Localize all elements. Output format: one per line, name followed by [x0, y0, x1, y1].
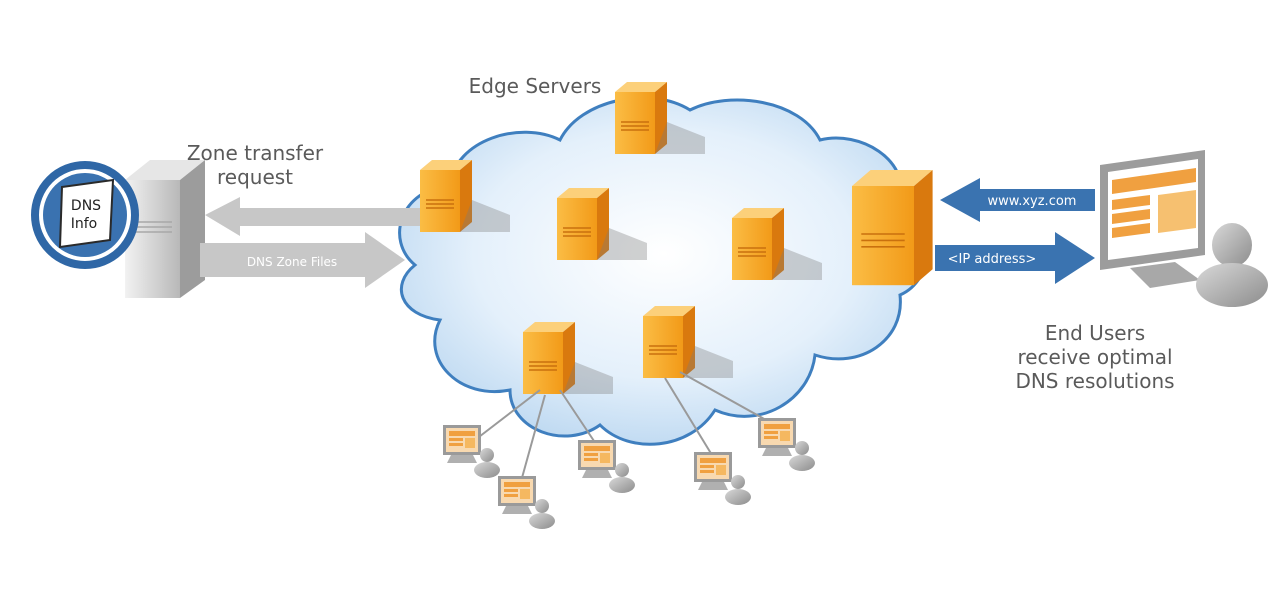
dns-zone-files-arrow: DNS Zone Files [200, 232, 405, 288]
client-workstation-5 [758, 418, 815, 471]
client-workstation-3 [578, 440, 635, 493]
zone-transfer-label-line2: request [217, 165, 293, 189]
dns-info-label-line2: Info [71, 216, 98, 232]
zone-transfer-arrow [205, 197, 420, 236]
request-arrow: www.xyz.com [940, 178, 1095, 222]
end-user-workstation [1100, 150, 1268, 307]
response-ip-label: <IP address> [948, 252, 1037, 267]
dns-zone-files-label: DNS Zone Files [247, 255, 337, 269]
end-users-label-line3: DNS resolutions [1015, 369, 1174, 393]
client-workstation-1 [443, 425, 500, 478]
edge-servers-label: Edge Servers [469, 74, 602, 98]
zone-transfer-label-line1: Zone transfer [187, 141, 324, 165]
request-url-label: www.xyz.com [988, 194, 1077, 209]
dns-info-server: DNS Info [31, 160, 205, 298]
end-users-label-line1: End Users [1045, 321, 1145, 345]
end-users-label-line2: receive optimal [1017, 345, 1172, 369]
client-workstation-2 [498, 476, 555, 529]
edge-server-primary [852, 170, 933, 286]
response-arrow: <IP address> [935, 232, 1095, 284]
client-workstation-4 [694, 452, 751, 505]
dns-info-label-line1: DNS [71, 198, 101, 214]
